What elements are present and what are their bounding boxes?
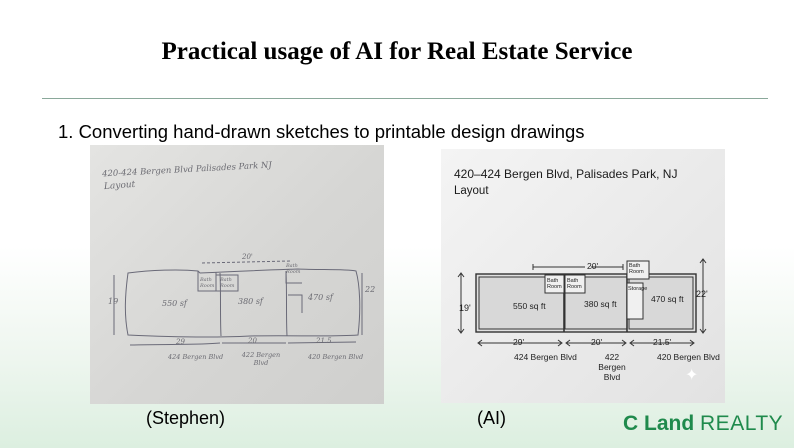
sketch-dim-bottom-3: 21.5	[316, 337, 332, 345]
ai-title: 420–424 Bergen Blvd, Palisades Park, NJ	[454, 167, 678, 181]
company-logo: C Land REALTY	[623, 412, 783, 436]
logo-main: C Land	[623, 412, 695, 435]
hand-drawn-sketch-image: 420-424 Bergen Blvd Palisades Park NJ La…	[90, 145, 384, 404]
logo-suffix: REALTY	[700, 412, 784, 435]
ai-address-3: 420 Bergen Blvd	[657, 352, 720, 362]
sketch-floor-plan	[113, 260, 363, 346]
sketch-dim-right: 22	[365, 285, 376, 294]
sketch-bath-1: Bath Room	[200, 277, 215, 289]
ai-address-1: 424 Bergen Blvd	[514, 352, 577, 362]
ai-address-2: 422 Bergen Blvd	[598, 352, 626, 382]
ai-dim-left: 19'	[459, 303, 471, 313]
ai-dim-right: 22'	[696, 289, 708, 299]
sketch-address-1: 424 Bergen Blvd	[168, 353, 224, 361]
slide-title: Practical usage of AI for Real Estate Se…	[161, 38, 633, 65]
ai-area-2: 380 sq ft	[584, 299, 617, 309]
ai-dim-bottom-3: 21.5'	[653, 337, 672, 347]
sketch-area-3: 470 sf	[308, 293, 333, 302]
ai-bath-3: Bath Room	[629, 263, 644, 275]
ai-bath-1: Bath Room	[547, 278, 562, 290]
title-divider	[42, 98, 768, 99]
caption-left: (Stephen)	[146, 408, 226, 428]
sparkle-icon: ✦	[685, 367, 699, 384]
sketch-dim-bottom-1: 29	[176, 338, 185, 346]
sketch-address-2: 422 Bergen Blvd	[241, 351, 281, 367]
ai-dim-top: 20'	[587, 261, 599, 271]
ai-dim-bottom-1: 29'	[513, 337, 525, 347]
sketch-area-1: 550 sf	[162, 299, 187, 308]
ai-storage: Storage	[628, 286, 648, 292]
sketch-dim-bottom-2: 20	[248, 337, 257, 345]
ai-dim-bottom-2: 20'	[591, 337, 603, 347]
sketch-address-3: 420 Bergen Blvd	[308, 353, 364, 361]
caption-right: (AI)	[477, 408, 506, 428]
ai-area-1: 550 sq ft	[513, 301, 546, 311]
bullet-point: 1. Converting hand-drawn sketches to pri…	[58, 121, 585, 142]
ai-bath-2: Bath Room	[567, 278, 582, 290]
ai-subtitle: Layout	[454, 185, 489, 197]
sketch-dim-left: 19	[108, 297, 119, 306]
ai-area-3: 470 sq ft	[651, 294, 684, 304]
ai-floor-plan	[457, 258, 707, 347]
sketch-area-2: 380 sf	[238, 297, 263, 306]
sketch-bath-3: Bath Room	[286, 263, 301, 275]
sketch-bath-2: Bath Room	[220, 277, 235, 289]
sketch-dim-top: 20'	[242, 253, 253, 261]
ai-design-drawing-image: 420–424 Bergen Blvd, Palisades Park, NJ …	[441, 149, 725, 403]
